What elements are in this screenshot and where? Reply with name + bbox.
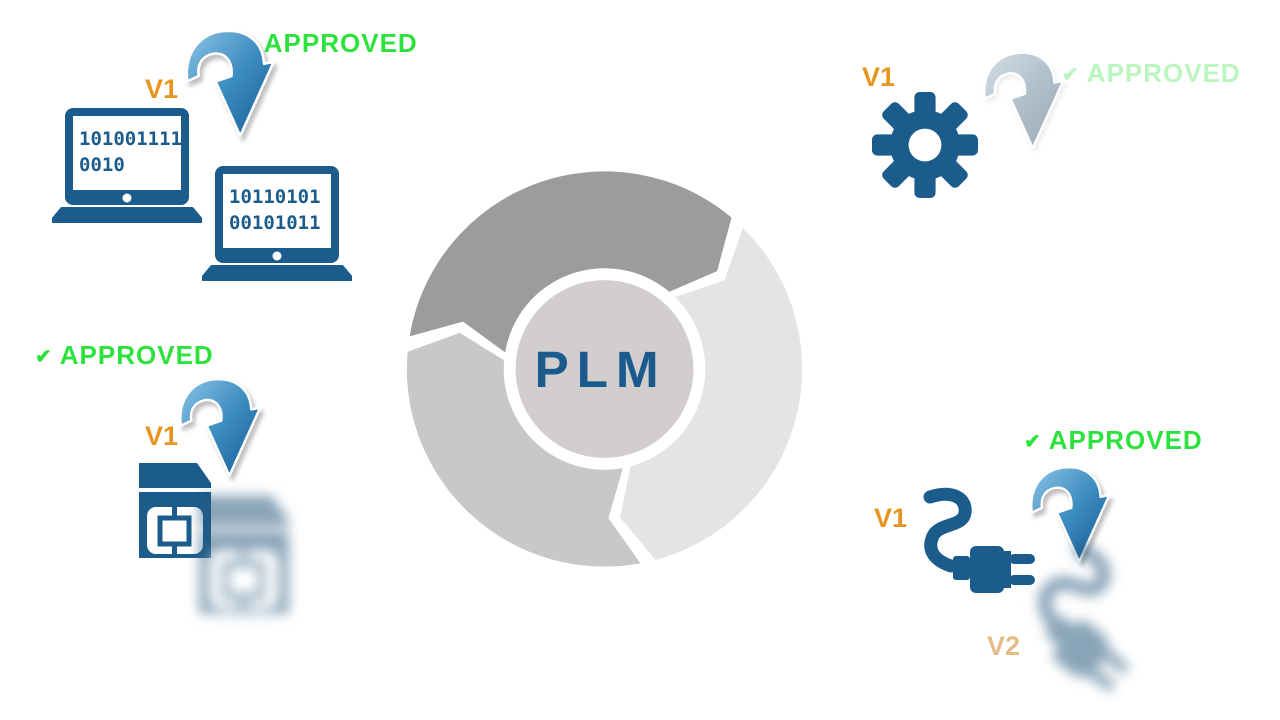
binary-code-line: 10110101	[229, 186, 321, 208]
approved-label: APPROVED	[59, 340, 214, 370]
software-version-label: V1	[145, 74, 179, 104]
binary-code-line: 101001111	[79, 128, 182, 150]
gear-approved-badge-pending: ✔ APPROVED	[1062, 58, 1241, 89]
approved-check-icon: ✔	[1024, 431, 1041, 453]
plug-version-label: V1	[874, 503, 908, 533]
cad-approved-badge: ✔ APPROVED	[35, 340, 214, 371]
binary-code-line: 0010	[79, 154, 125, 176]
plm-cycle-diagram: PLM	[406, 171, 803, 567]
approved-label: APPROVED	[1048, 425, 1203, 455]
binary-code-line: 00101011	[229, 212, 321, 234]
laptop-v2-icon: 10110101 00101011	[202, 166, 352, 281]
plm-title: PLM	[534, 340, 666, 398]
approved-label: APPROVED	[1086, 58, 1241, 88]
approved-check-icon: ✔	[35, 346, 52, 368]
cycle-arrow-segment-bottom-left	[406, 332, 641, 567]
cycle-arrow-segment-top	[409, 171, 732, 353]
plm-hub-circle	[515, 280, 694, 458]
laptop-v1-icon: 101001111 0010	[52, 108, 202, 223]
approved-check-icon: ✔	[1062, 64, 1079, 86]
approved-label: APPROVED	[263, 28, 418, 58]
version-arrow-icon-faded	[983, 51, 1065, 150]
cycle-arrow-segment-right	[620, 228, 803, 560]
plug-approved-badge: ✔ APPROVED	[1024, 425, 1203, 456]
gear-version-label: V1	[862, 62, 896, 92]
cad-box-ghost-icon	[198, 494, 290, 615]
cad-version-label: V1	[145, 421, 179, 451]
plug-next-version-label: V2	[987, 631, 1021, 661]
gear-icon	[872, 92, 978, 198]
